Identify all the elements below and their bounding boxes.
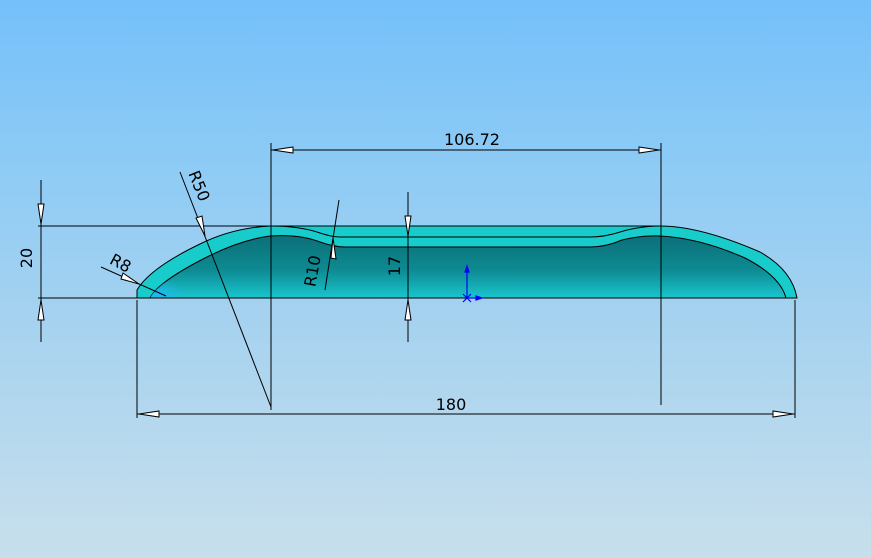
dim-text-overall-length[interactable]: 180 bbox=[436, 395, 467, 414]
part-profile[interactable] bbox=[136, 225, 798, 299]
arrow-right-icon bbox=[638, 146, 660, 154]
arrow-icon bbox=[330, 237, 337, 260]
arrow-icon bbox=[195, 215, 206, 237]
dim-text-radius-end[interactable]: R8 bbox=[107, 250, 135, 277]
arrow-icon bbox=[120, 272, 140, 285]
arrow-right-icon bbox=[772, 410, 794, 418]
dim-radius-end[interactable] bbox=[100, 266, 167, 297]
arrow-up-icon bbox=[37, 299, 45, 321]
dim-overall-length[interactable] bbox=[136, 300, 796, 418]
dim-text-radius-large[interactable]: R50 bbox=[184, 168, 213, 204]
dim-inner-depth[interactable] bbox=[404, 192, 412, 342]
dim-radius-large[interactable] bbox=[179, 171, 272, 408]
arrow-down-icon bbox=[404, 215, 412, 237]
dim-crest-span[interactable] bbox=[270, 143, 662, 410]
arrow-up-icon bbox=[404, 299, 412, 321]
groove-line bbox=[269, 225, 661, 238]
inner-glow bbox=[150, 236, 270, 298]
origin-triad-icon bbox=[462, 264, 484, 303]
dim-overall-height[interactable] bbox=[37, 180, 270, 342]
arrow-left-icon bbox=[138, 410, 160, 418]
arrow-left-icon bbox=[272, 146, 294, 154]
arrow-down-icon bbox=[37, 203, 45, 225]
dim-text-inner-depth[interactable]: 17 bbox=[385, 256, 404, 276]
dim-text-crest-span[interactable]: 106.72 bbox=[444, 130, 500, 149]
dim-radius-blend[interactable] bbox=[324, 199, 340, 291]
dim-text-overall-height[interactable]: 20 bbox=[17, 248, 36, 268]
